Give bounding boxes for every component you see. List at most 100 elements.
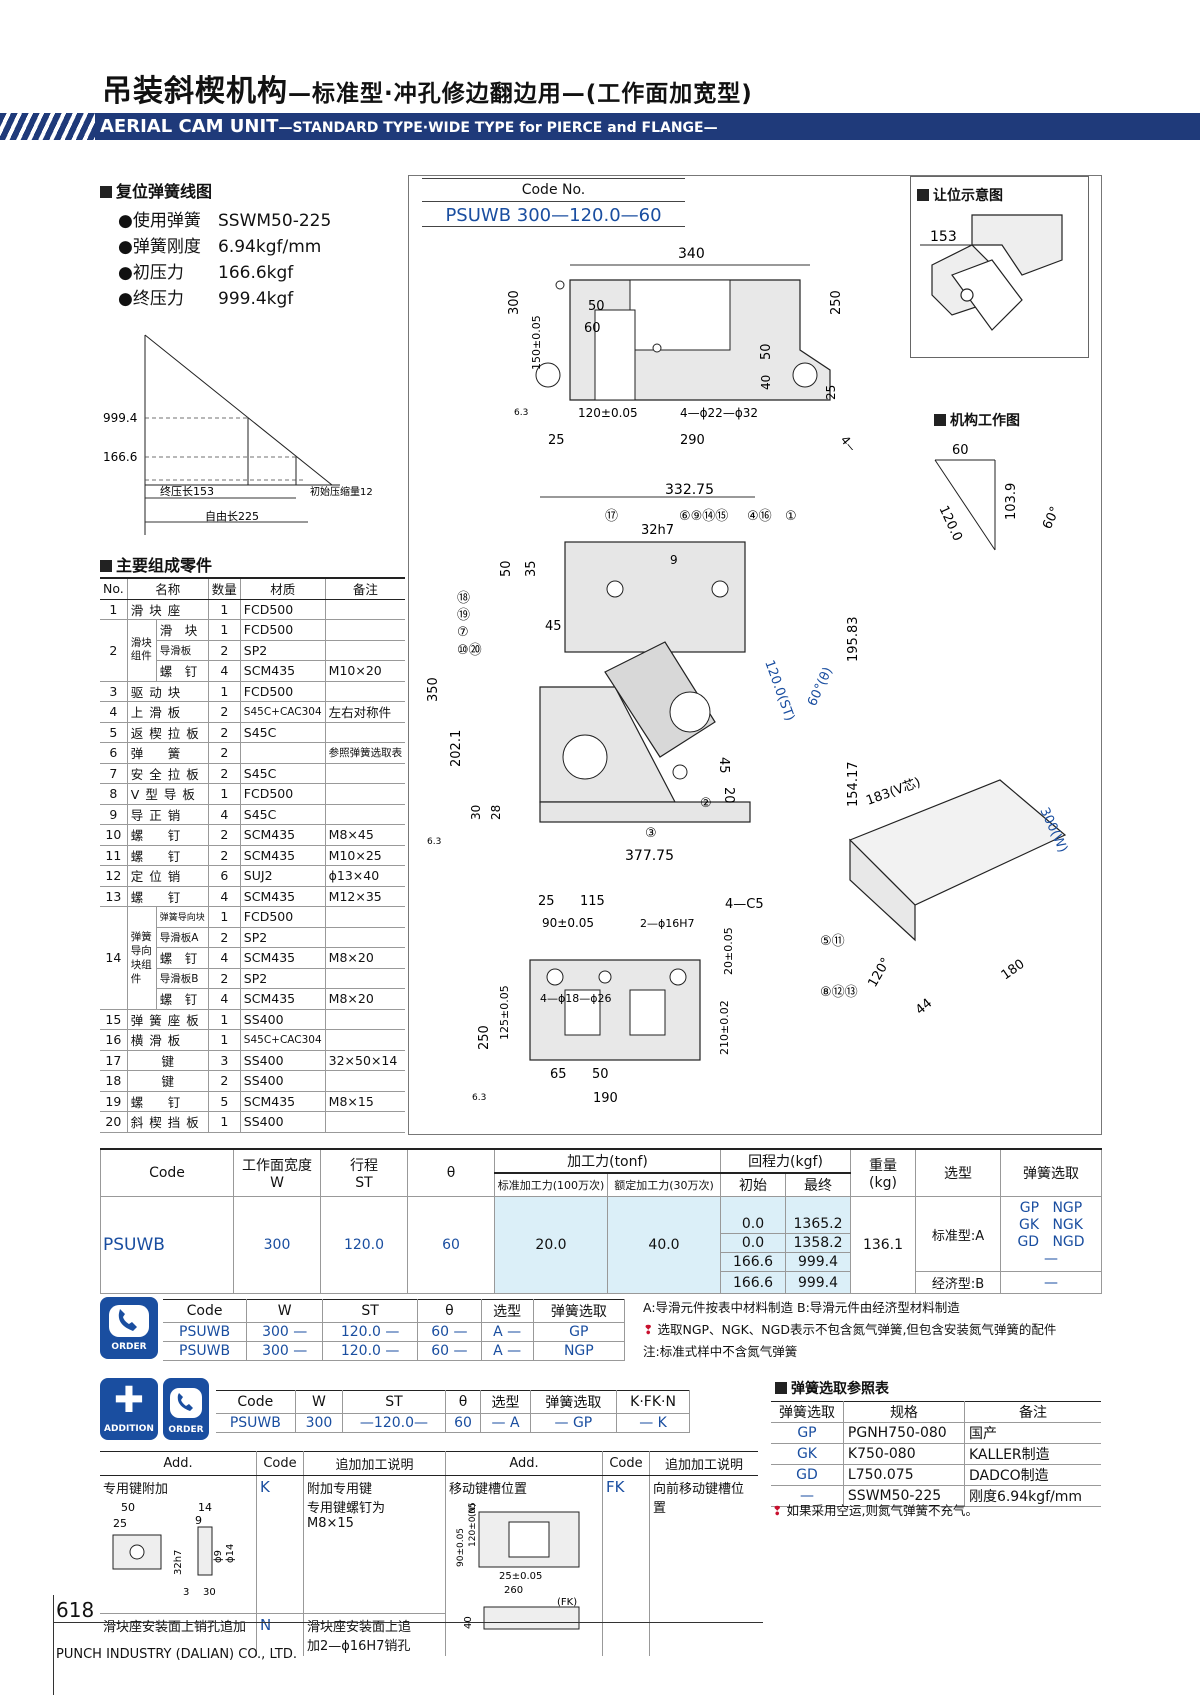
svg-text:4—ϕ22—ϕ32: 4—ϕ22—ϕ32 [680, 406, 758, 420]
banner-stripes [0, 113, 95, 140]
svg-text:50: 50 [592, 1067, 609, 1082]
svg-text:44: 44 [913, 996, 935, 1018]
svg-text:50: 50 [759, 343, 774, 360]
svg-text:120°: 120° [865, 955, 894, 990]
spring-ref-note: ❢ 如果采用空运,则氮气弹簧不充气。 [772, 1503, 978, 1518]
table-header: No. 名称 数量 材质 备注 [100, 577, 406, 600]
work-dim-angle: 60° [1040, 504, 1063, 531]
svg-text:90±0.05: 90±0.05 [542, 916, 594, 930]
svg-text:25±0.05: 25±0.05 [499, 1571, 542, 1582]
svg-text:120±0.05: 120±0.05 [468, 1502, 478, 1547]
parts-heading: 主要组成零件 [100, 552, 212, 576]
svg-text:250: 250 [477, 1025, 492, 1050]
svg-text:①: ① [785, 509, 797, 524]
code-no-label: Code No. [422, 178, 685, 202]
bottom-view-drawing: 25 115 90±0.05 2—ϕ16H7 4—C5 20±0.05 125±… [472, 894, 764, 1106]
svg-text:202.1: 202.1 [449, 730, 464, 767]
svg-text:332.75: 332.75 [665, 482, 714, 498]
svg-text:25: 25 [113, 1517, 127, 1530]
company-name: PUNCH INDUSTRY (DALIAN) CO., LTD. [56, 1647, 297, 1662]
work-dim-st: 120.0 [936, 504, 965, 544]
page-title: 吊装斜楔机构—标准型·冲孔修边翻边用—(工作面加宽型) [102, 74, 753, 109]
svg-text:9: 9 [195, 1514, 202, 1527]
svg-text:125±0.05: 125±0.05 [498, 985, 511, 1040]
svg-text:183(V芯): 183(V芯) [864, 775, 923, 809]
svg-text:⑱: ⑱ [457, 591, 470, 606]
svg-text:4—C5: 4—C5 [725, 897, 764, 912]
svg-text:210±0.02: 210±0.02 [718, 1000, 731, 1055]
work-diagram: 60 120.0 103.9 60° [934, 443, 1063, 551]
clearance-box [910, 176, 1089, 358]
warning-icon: ❢ [772, 1503, 783, 1518]
svg-text:20: 20 [721, 787, 736, 804]
iso-view-drawing: 183(V芯) 300(W) 180 120° 44 ⑤⑪ ⑧⑫⑬ [820, 775, 1070, 1018]
order-notes: A:导滑元件按表中材料制造 B:导滑元件由经济型材料制造 ❢ 选取NGP、NGK… [643, 1300, 1057, 1359]
keyslot-sketch: 90±0.05 120±0.05 (N) 25±0.05 260 (FK) 40 [456, 1502, 580, 1630]
svg-text:120±0.05: 120±0.05 [578, 406, 638, 420]
svg-text:190: 190 [593, 1091, 618, 1106]
svg-text:50: 50 [499, 560, 514, 577]
spring-heading: 复位弹簧线图 [100, 178, 212, 202]
svg-text:(N): (N) [468, 1503, 478, 1517]
y-label-low: 166.6 [103, 450, 137, 464]
svg-text:25: 25 [548, 433, 565, 448]
work-title: 机构工作图 [934, 410, 1020, 430]
svg-text:154.17: 154.17 [846, 762, 861, 808]
clearance-dim: 153 [930, 229, 957, 245]
table-row: PSUWB 300 120.0 60 20.0 40.0 0.0 1365.2 … [100, 1196, 1102, 1294]
svg-text:⑧⑫⑬: ⑧⑫⑬ [820, 985, 858, 1000]
page-number: 618 [56, 1598, 95, 1622]
svg-text:350: 350 [426, 677, 441, 702]
free-length: 自由长225 [205, 509, 259, 523]
svg-text:120.0(ST): 120.0(ST) [761, 658, 797, 723]
final-length: 终压长153 [160, 484, 214, 498]
svg-text:⑤⑪: ⑤⑪ [820, 934, 845, 949]
svg-text:⑥⑨⑭⑮: ⑥⑨⑭⑮ [679, 509, 728, 524]
table-row: 专用键附加 50 14 25 9 32h7 ϕ9 ϕ14 3 30 K 附加专用 [100, 1475, 758, 1656]
title-banner [0, 113, 1200, 140]
svg-text:9: 9 [670, 553, 678, 567]
svg-text:30: 30 [469, 805, 483, 820]
svg-text:ϕ9: ϕ9 [213, 1550, 224, 1563]
svg-text:25: 25 [538, 894, 555, 909]
phone-icon [170, 1388, 202, 1418]
work-dim-h: 103.9 [1004, 483, 1019, 520]
svg-text:60: 60 [584, 321, 601, 336]
svg-text:⑰: ⑰ [605, 509, 618, 524]
work-dim-60: 60 [952, 443, 969, 458]
